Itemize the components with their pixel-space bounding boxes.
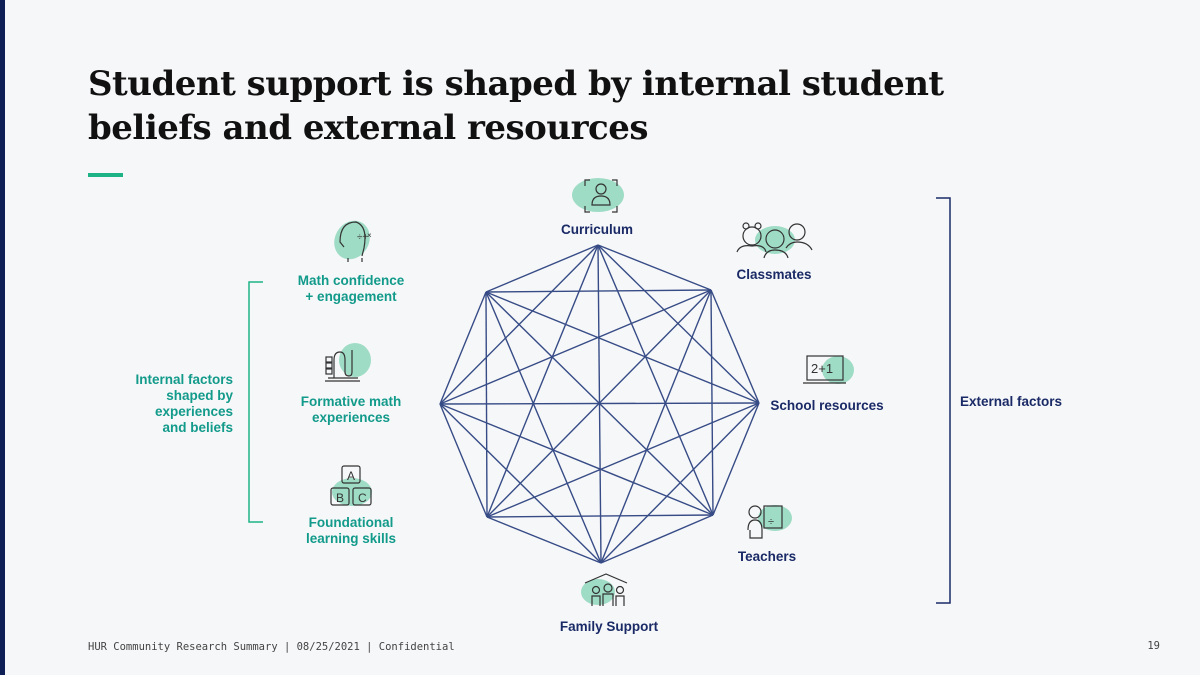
connection-line: [485, 289, 712, 293]
label-line: shaped by: [166, 388, 233, 403]
connection-line: [485, 244, 599, 293]
connection-line: [439, 403, 714, 516]
connection-graph: [439, 244, 760, 564]
connection-line: [485, 291, 714, 516]
connection-line: [710, 289, 760, 404]
external-bracket: [936, 197, 951, 604]
page-number: 19: [1147, 640, 1160, 652]
svg-text:÷+: ÷+: [357, 232, 368, 243]
connection-line: [486, 516, 602, 564]
node-curriculum: Curriculum: [560, 222, 633, 237]
connection-line: [485, 291, 488, 518]
family-support-icon: [581, 573, 628, 606]
teachers-icon: ÷: [747, 505, 792, 539]
internal-item-math-confidence: Math confidence + engagement: [260, 273, 442, 305]
title-line-1: Student support is shaped by internal st…: [88, 64, 944, 104]
connection-line: [439, 403, 602, 564]
svg-text:2+1: 2+1: [811, 361, 833, 376]
left-accent-bar: [0, 0, 5, 675]
label-line: Internal factors: [135, 372, 233, 387]
label-line: Math confidence: [297, 273, 405, 288]
connection-line: [712, 402, 760, 516]
title-line-2: beliefs and external resources: [88, 108, 648, 148]
school-resources-icon: 2+1: [803, 355, 854, 384]
internal-item-formative-math: Formative math experiences: [260, 394, 442, 426]
internal-factors-label: Internal factors shaped by experiences a…: [100, 372, 233, 436]
label-line: and beliefs: [162, 420, 233, 435]
connection-line: [597, 244, 714, 516]
connection-line: [439, 403, 488, 518]
title-accent-line: [88, 173, 123, 177]
footer-text: HUR Community Research Summary | 08/25/2…: [88, 641, 455, 653]
svg-text:÷: ÷: [768, 516, 774, 528]
label-line: learning skills: [305, 531, 397, 546]
svg-text:C: C: [358, 491, 367, 505]
connection-line: [600, 289, 712, 564]
abc-blocks-icon: A B C: [330, 465, 372, 506]
connection-line: [597, 244, 712, 291]
connection-line: [597, 244, 760, 404]
label-line: + engagement: [305, 289, 397, 304]
internal-bracket: [248, 281, 263, 523]
node-teachers: Teachers: [737, 549, 797, 564]
connection-line: [439, 289, 712, 405]
connection-line: [486, 514, 714, 518]
svg-text:A: A: [347, 469, 355, 483]
label-line: Formative math: [300, 394, 402, 409]
internal-item-foundational-skills: Foundational learning skills: [260, 515, 442, 547]
external-factors-label: External factors: [960, 394, 1063, 409]
connection-line: [600, 514, 714, 564]
classmates-icon: [736, 222, 813, 259]
label-line: experiences: [154, 404, 233, 419]
node-family-support: Family Support: [559, 619, 659, 634]
svg-text:×: ×: [367, 231, 372, 240]
label-line: Foundational: [308, 515, 394, 530]
connection-line: [485, 291, 760, 404]
connection-line: [486, 244, 599, 518]
connection-line: [439, 291, 487, 405]
connection-line: [486, 402, 760, 518]
connection-line: [485, 291, 602, 564]
label-line: experiences: [311, 410, 391, 425]
abacus-icon: [325, 343, 371, 382]
head-math-icon: ÷+ ×: [334, 220, 372, 262]
curriculum-icon: [572, 178, 624, 213]
node-school-resources: School resources: [770, 398, 884, 413]
node-classmates: Classmates: [736, 267, 812, 282]
slide-title: Student support is shaped by internal st…: [88, 62, 988, 150]
svg-text:B: B: [336, 491, 344, 505]
